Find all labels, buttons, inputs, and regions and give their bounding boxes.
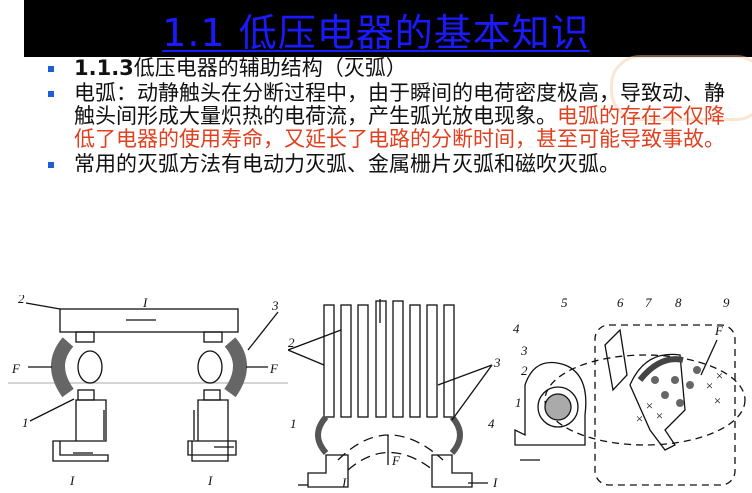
electrodynamic-arc-diagram: 2 I 3 F F 1 I I — [8, 295, 288, 488]
slide-body: 1.1.3低压电器的辅助结构（灭弧） 电弧：动静触头在分断过程中，由于瞬间的电荷… — [48, 57, 738, 178]
label-1-3: 3 — [271, 298, 279, 313]
label-3-5: 5 — [561, 295, 568, 310]
bullet-icon — [48, 66, 54, 72]
svg-text:×: × — [705, 378, 714, 393]
svg-text:×: × — [635, 411, 644, 426]
label-3-3: 3 — [520, 343, 528, 358]
label-force: F — [714, 323, 724, 338]
svg-text:×: × — [715, 368, 724, 383]
label-current-right: I — [492, 475, 498, 490]
slide-title: 1.1 低压电器的基本知识 — [162, 11, 590, 55]
bullet-icon — [48, 162, 54, 168]
arc-definition: 电弧：动静触头在分断过程中，由于瞬间的电荷密度极高，导致动、静触头间形成大量炽热… — [74, 81, 725, 128]
label-2-3: 3 — [493, 355, 501, 370]
arc-hazard-highlight: 电弧的存在不仅降低了电器的使用寿命，又延长了电路的分断时间，甚至可能导致事故。 — [74, 104, 725, 151]
bullet-item: 常用的灭弧方法有电动力灭弧、金属栅片灭弧和磁吹灭弧。 — [48, 153, 738, 176]
label-3-9: 9 — [723, 295, 730, 310]
svg-text:×: × — [655, 408, 664, 423]
magnetic-blowout-diagram: ×××××× 1 2 3 4 5 6 7 8 9 F — [513, 295, 746, 486]
label-3-8: 8 — [675, 295, 682, 310]
section-number: 1.1.3 — [74, 56, 134, 80]
label-2-2: 2 — [288, 335, 295, 350]
label-current-right: I — [207, 473, 213, 488]
label-force-left: F — [11, 361, 21, 376]
arc-extinguish-methods: 常用的灭弧方法有电动力灭弧、金属栅片灭弧和磁吹灭弧。 — [74, 152, 620, 176]
label-2-4: 4 — [488, 416, 495, 431]
label-1-1: 1 — [22, 415, 29, 430]
title-bar — [24, 0, 752, 57]
label-3-7: 7 — [645, 295, 652, 310]
bullet-item: 电弧：动静触头在分断过程中，由于瞬间的电荷密度极高，导致动、静触头间形成大量炽热… — [48, 82, 738, 151]
label-force-right: F — [269, 361, 279, 376]
label-current-top: I — [142, 295, 148, 310]
metal-grid-arc-diagram: 2 3 4 1 F I I — [288, 299, 501, 490]
label-current-left: I — [69, 473, 75, 488]
svg-text:×: × — [713, 393, 722, 408]
section-title: 低压电器的辅助结构（灭弧） — [133, 56, 407, 80]
label-3-4: 4 — [513, 321, 520, 336]
label-force: F — [391, 453, 401, 468]
label-3-1: 1 — [515, 395, 522, 410]
label-3-6: 6 — [617, 295, 624, 310]
bullet-item: 1.1.3低压电器的辅助结构（灭弧） — [48, 57, 738, 80]
svg-text:×: × — [645, 398, 654, 413]
label-3-2: 2 — [521, 363, 528, 378]
bullet-icon — [48, 91, 54, 97]
label-1-2: 2 — [18, 295, 25, 306]
label-current-left: I — [341, 475, 347, 490]
decorative-watermark — [610, 55, 752, 121]
label-2-1: 1 — [290, 416, 297, 431]
